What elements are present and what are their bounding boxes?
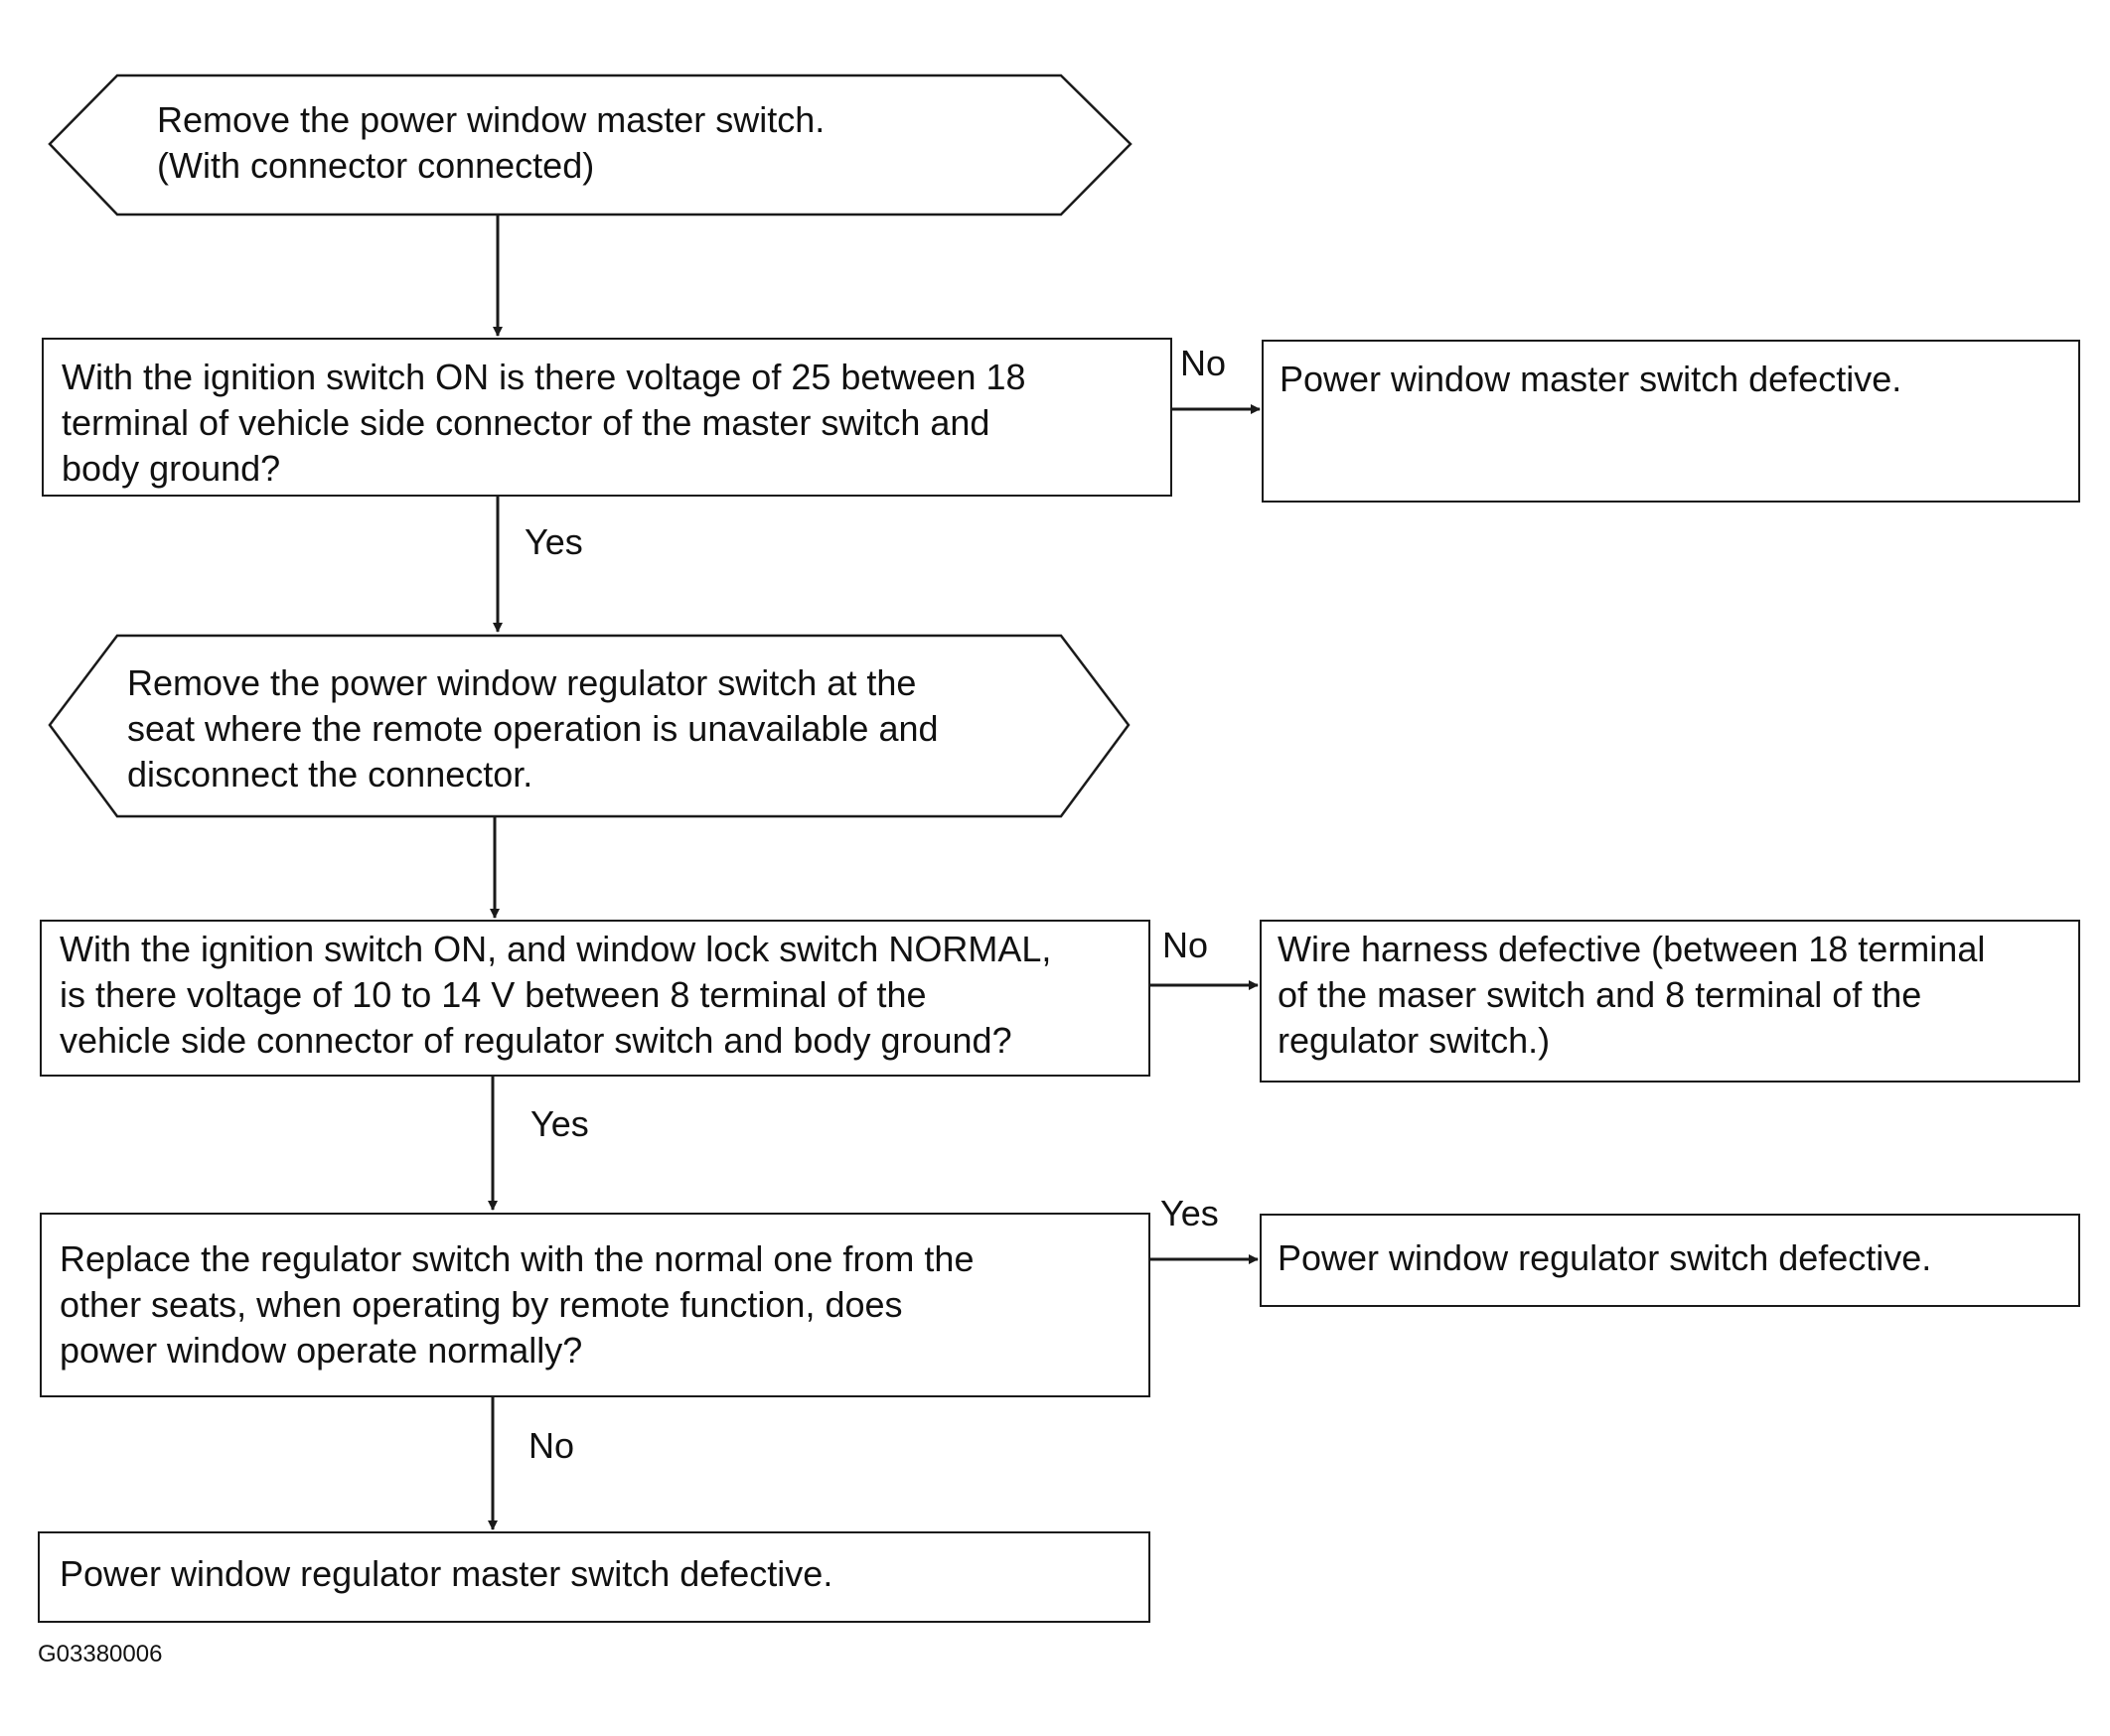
edge-label-check18-no: No bbox=[1180, 343, 1227, 383]
result-regulator-master-switch-defective: Power window regulator master switch def… bbox=[38, 1531, 1150, 1623]
result-wire-harness-defective-text: Wire harness defective (between 18 termi… bbox=[1278, 929, 1986, 1061]
result-master-switch-defective: Power window master switch defective. bbox=[1262, 340, 2080, 503]
decision-replace-regulator-switch-text: Replace the regulator switch with the no… bbox=[60, 1238, 975, 1371]
edge-label-check8-no: No bbox=[1162, 925, 1209, 965]
result-regulator-master-switch-defective-text: Power window regulator master switch def… bbox=[60, 1553, 833, 1594]
figure-id: G03380006 bbox=[38, 1641, 163, 1667]
result-wire-harness-defective: Wire harness defective (between 18 termi… bbox=[1260, 920, 2080, 1083]
edge-label-check18-yes: Yes bbox=[525, 521, 583, 562]
hexagon-remove-master-shape bbox=[48, 73, 1132, 217]
result-regulator-switch-defective: Power window regulator switch defective. bbox=[1260, 1214, 2080, 1307]
decision-check-voltage-8: With the ignition switch ON, and window … bbox=[40, 920, 1150, 1077]
result-regulator-switch-defective-text: Power window regulator switch defective. bbox=[1278, 1237, 1932, 1278]
step-remove-regulator-switch: Remove the power window regulator switch… bbox=[127, 662, 939, 795]
decision-check-voltage-18-text: With the ignition switch ON is there vol… bbox=[62, 357, 1026, 489]
step-remove-master-switch: Remove the power window master switch. (… bbox=[157, 99, 826, 186]
result-master-switch-defective-text: Power window master switch defective. bbox=[1280, 359, 1902, 399]
hexagon-remove-regulator-shape bbox=[48, 634, 1130, 818]
decision-replace-regulator-switch: Replace the regulator switch with the no… bbox=[40, 1213, 1150, 1397]
edge-label-replace-yes: Yes bbox=[1160, 1193, 1219, 1233]
decision-check-voltage-18: With the ignition switch ON is there vol… bbox=[42, 338, 1172, 497]
decision-check-voltage-8-text: With the ignition switch ON, and window … bbox=[60, 929, 1052, 1061]
edge-label-check8-yes: Yes bbox=[530, 1103, 589, 1144]
edge-label-replace-no: No bbox=[528, 1425, 575, 1466]
